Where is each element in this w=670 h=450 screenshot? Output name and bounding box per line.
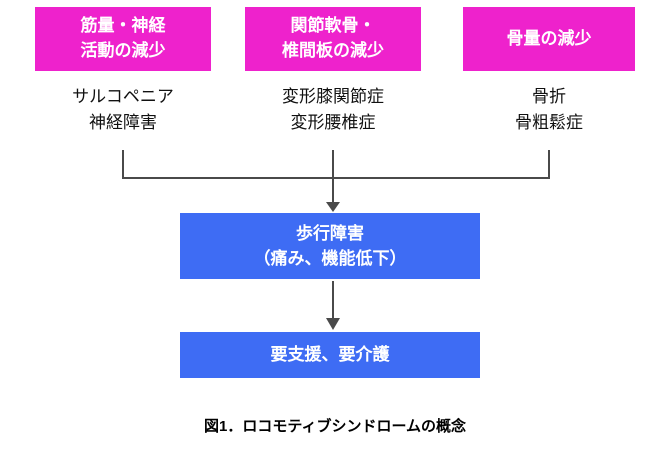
cause-examples-bone-mass: 骨折 骨粗鬆症 xyxy=(515,87,583,133)
arrow-head-to-gait-disorder xyxy=(326,202,340,212)
cause-box-bone-mass: 骨量の減少 xyxy=(463,7,635,71)
arrow-head-to-care-needed xyxy=(326,318,340,330)
gait-disorder-box: 歩行障害 （痛み、機能低下） xyxy=(180,213,480,279)
cause-examples-muscle-nerve: サルコペニア 神経障害 xyxy=(72,87,174,133)
figure-caption: 図1．ロコモティブシンドロームの概念 xyxy=(204,418,466,435)
care-needed-box: 要支援、要介護 xyxy=(180,332,480,378)
cause-box-cartilage-disc: 関節軟骨・ 椎間板の減少 xyxy=(245,7,421,71)
cause-examples-cartilage-disc: 変形膝関節症 変形腰椎症 xyxy=(282,87,384,133)
cause-box-muscle-nerve: 筋量・神経 活動の減少 xyxy=(35,7,211,71)
